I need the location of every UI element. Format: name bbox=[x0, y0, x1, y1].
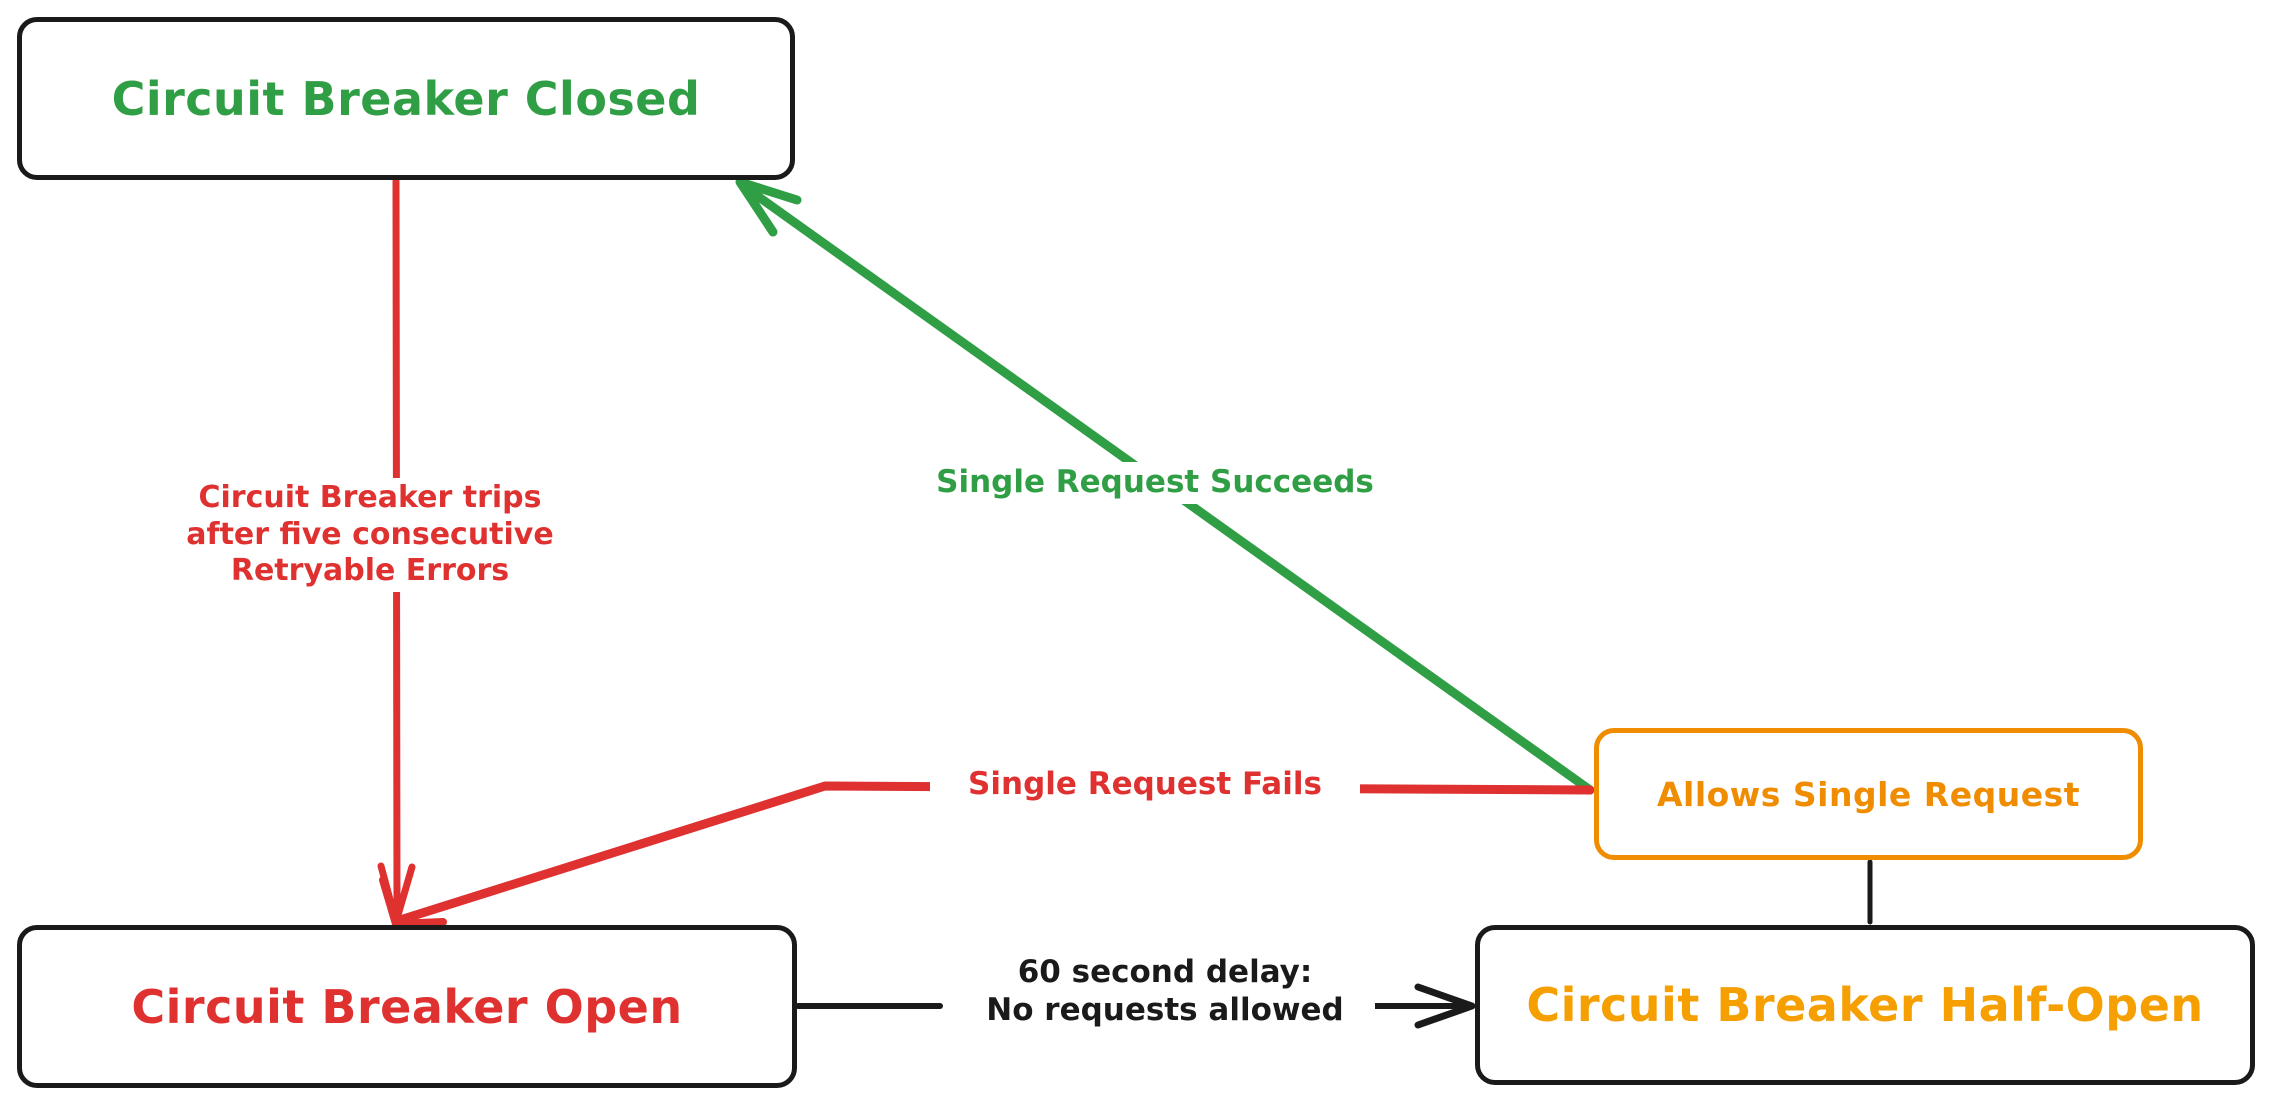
edge-label-allows-to-open: Single Request Fails bbox=[930, 764, 1360, 806]
node-label-open: Circuit Breaker Open bbox=[131, 979, 683, 1034]
edge-allows-to-open bbox=[379, 781, 1595, 928]
node-circuit-breaker-closed[interactable]: Circuit Breaker Closed bbox=[17, 17, 795, 180]
node-allows-single-request[interactable]: Allows Single Request bbox=[1594, 728, 2143, 860]
node-label-closed: Circuit Breaker Closed bbox=[111, 71, 701, 126]
edge-label-closed-to-open: Circuit Breaker trips after five consecu… bbox=[170, 478, 570, 592]
node-label-allows: Allows Single Request bbox=[1656, 774, 2081, 814]
node-circuit-breaker-half-open[interactable]: Circuit Breaker Half-Open bbox=[1475, 925, 2255, 1085]
edge-label-open-to-halfopen: 60 second delay: No requests allowed bbox=[955, 952, 1375, 1032]
node-circuit-breaker-open[interactable]: Circuit Breaker Open bbox=[17, 925, 797, 1088]
edge-label-allows-to-closed: Single Request Succeeds bbox=[905, 462, 1405, 504]
node-label-halfopen: Circuit Breaker Half-Open bbox=[1526, 978, 2204, 1032]
